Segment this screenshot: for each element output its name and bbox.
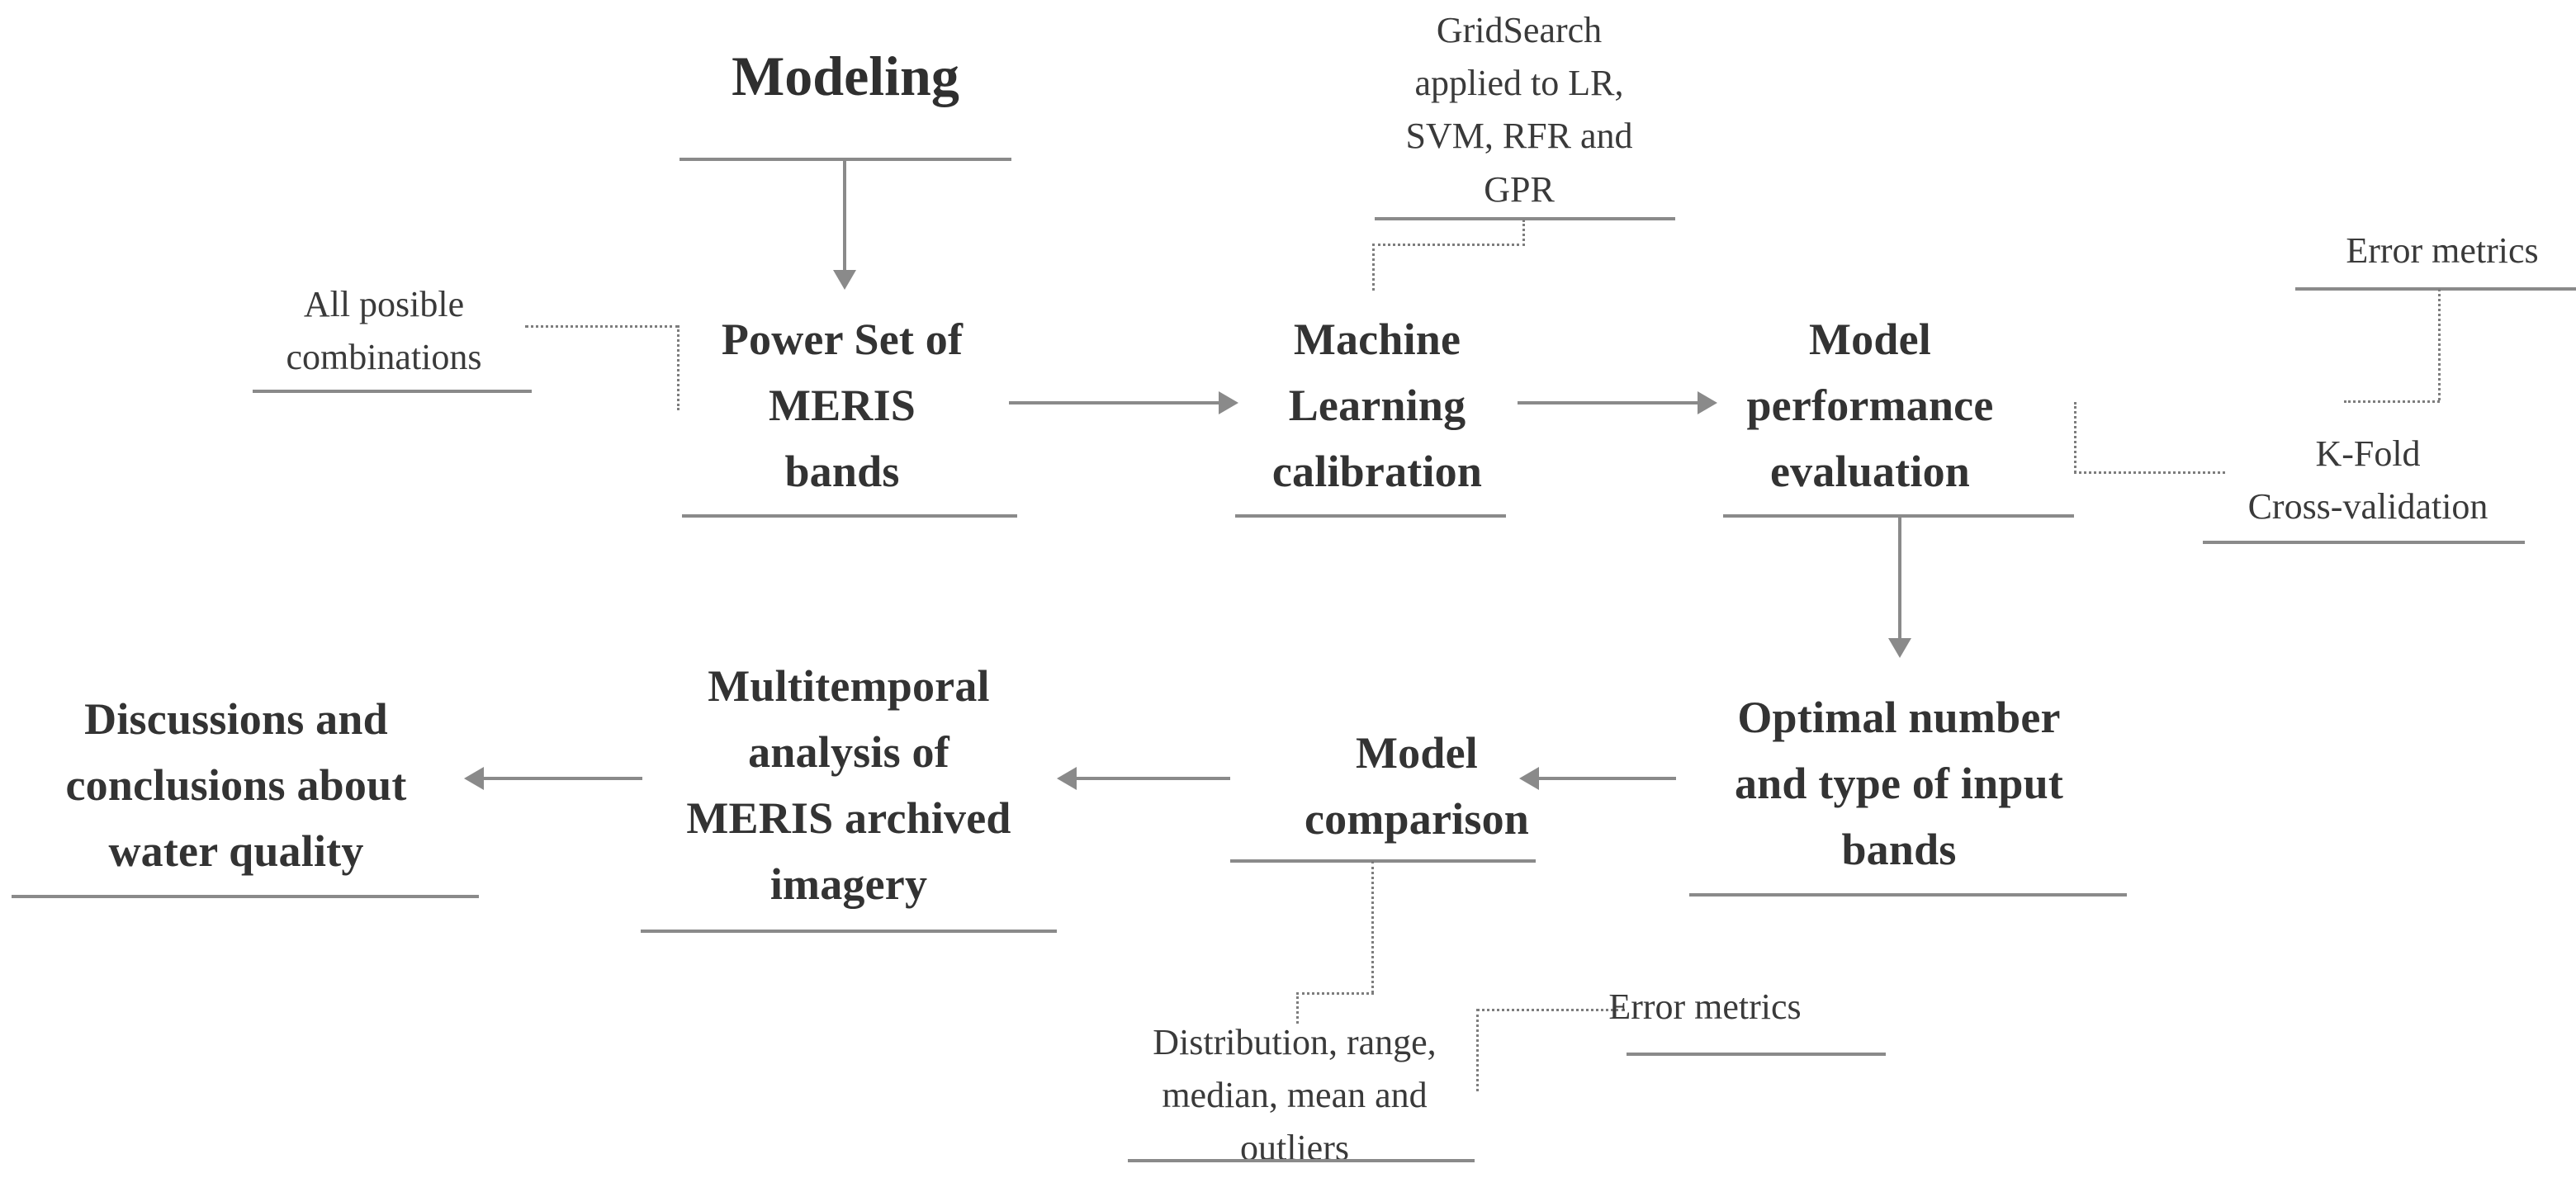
arrow-ml-to-eval-head (1698, 391, 1717, 414)
node-model-comparison-text: Model comparison (1305, 728, 1529, 844)
node-model-comparison: Model comparison (1271, 721, 1562, 853)
arrow-optimal-to-comparison-shaft (1537, 777, 1676, 780)
annotation-kfold-cross-validation-text: K-Fold Cross-validation (2247, 433, 2488, 527)
arrow-eval-to-optimal-head (1888, 638, 1911, 658)
arrow-eval-to-optimal-shaft (1898, 516, 1901, 641)
diagram-title: Modeling (680, 40, 1011, 112)
annotation-error-metrics-bottom-text: Error metrics (1608, 986, 1802, 1027)
annotation-all-combinations-text: All posible combinations (286, 284, 482, 378)
annotation-all-combinations-rule (253, 390, 532, 393)
dotted-comparison-down-vertical (1371, 861, 1374, 993)
annotation-error-metrics-bottom-rule (1627, 1053, 1886, 1056)
annotation-distribution-stats: Distribution, range, median, mean and ou… (1121, 1016, 1468, 1176)
arrow-powerset-to-ml-shaft (1009, 401, 1222, 404)
arrow-comparison-to-multitemporal-shaft (1075, 777, 1230, 780)
dotted-error-metrics-bottom-vertical (1476, 1009, 1479, 1091)
annotation-gridsearch-text: GridSearch applied to LR, SVM, RFR and G… (1405, 10, 1633, 210)
annotation-gridsearch-rule (1375, 217, 1675, 220)
annotation-error-metrics-bottom: Error metrics (1523, 981, 1887, 1034)
node-multitemporal-analysis: Multitemporal analysis of MERIS archived… (642, 654, 1055, 918)
arrow-powerset-to-ml-head (1219, 391, 1238, 414)
node-discussions-and-conclusions: Discussions and conclusions about water … (18, 687, 454, 885)
node-optimal-bands-rule (1689, 893, 2127, 897)
node-model-comparison-rule (1230, 859, 1536, 863)
annotation-kfold-cross-validation: K-Fold Cross-validation (2219, 428, 2517, 533)
diagram-title-text: Modeling (732, 45, 959, 107)
dotted-comparison-to-distribution-horizontal (1296, 992, 1374, 995)
arrow-title-to-powerset-shaft (843, 159, 846, 272)
dotted-gridsearch-horizontal (1372, 244, 1525, 246)
annotation-kfold-rule (2203, 541, 2525, 544)
node-power-set-of-meris-bands: Power Set of MERIS bands (685, 307, 999, 505)
annotation-error-metrics-top-rule (2295, 287, 2576, 291)
node-power-set-of-meris-bands-text: Power Set of MERIS bands (721, 315, 964, 496)
node-machine-learning-calibration-text: Machine Learning calibration (1271, 315, 1483, 496)
node-optimal-number-and-type-of-input-bands-text: Optimal number and type of input bands (1734, 693, 2063, 874)
dotted-gridsearch-vertical-right (1522, 220, 1525, 246)
node-multitemporal-analysis-text: Multitemporal analysis of MERIS archived… (686, 661, 1011, 909)
dotted-eval-right-horizontal (2074, 471, 2225, 474)
dotted-all-combinations-horizontal (525, 325, 679, 328)
dotted-error-metrics-top-horizontal (2344, 400, 2440, 403)
annotation-all-combinations: All posible combinations (244, 278, 524, 384)
node-discussions-rule (12, 895, 479, 898)
arrow-optimal-to-comparison-head (1519, 767, 1539, 790)
node-model-performance-evaluation: Model performance evaluation (1726, 307, 2015, 505)
dotted-error-metrics-bottom-horizontal (1476, 1009, 1625, 1011)
annotation-error-metrics-top: Error metrics (2318, 225, 2566, 277)
dotted-all-combinations-vertical (677, 325, 680, 410)
dotted-error-metrics-top-vertical (2438, 289, 2441, 400)
node-model-performance-evaluation-text: Model performance evaluation (1746, 315, 1994, 496)
arrow-ml-to-eval-shaft (1518, 401, 1701, 404)
arrow-comparison-to-multitemporal-head (1057, 767, 1077, 790)
node-machine-learning-rule (1235, 514, 1506, 518)
node-discussions-and-conclusions-text: Discussions and conclusions about water … (65, 694, 407, 876)
node-power-set-rule (682, 514, 1017, 518)
arrow-multitemporal-to-discussions-shaft (482, 777, 642, 780)
dotted-gridsearch-vertical-left (1372, 244, 1375, 291)
annotation-error-metrics-top-text: Error metrics (2346, 230, 2539, 271)
arrow-multitemporal-to-discussions-head (464, 767, 484, 790)
annotation-distribution-stats-text: Distribution, range, median, mean and ou… (1153, 1022, 1437, 1169)
node-optimal-number-and-type-of-input-bands: Optimal number and type of input bands (1676, 685, 2122, 883)
annotation-distribution-stats-rule (1128, 1159, 1475, 1162)
annotation-gridsearch: GridSearch applied to LR, SVM, RFR and G… (1371, 4, 1668, 216)
dotted-eval-right-vertical (2074, 402, 2076, 473)
node-multitemporal-rule (641, 930, 1057, 933)
arrow-title-to-powerset-head (833, 270, 856, 290)
dotted-distribution-vertical (1296, 992, 1299, 1024)
node-machine-learning-calibration: Machine Learning calibration (1237, 307, 1518, 505)
